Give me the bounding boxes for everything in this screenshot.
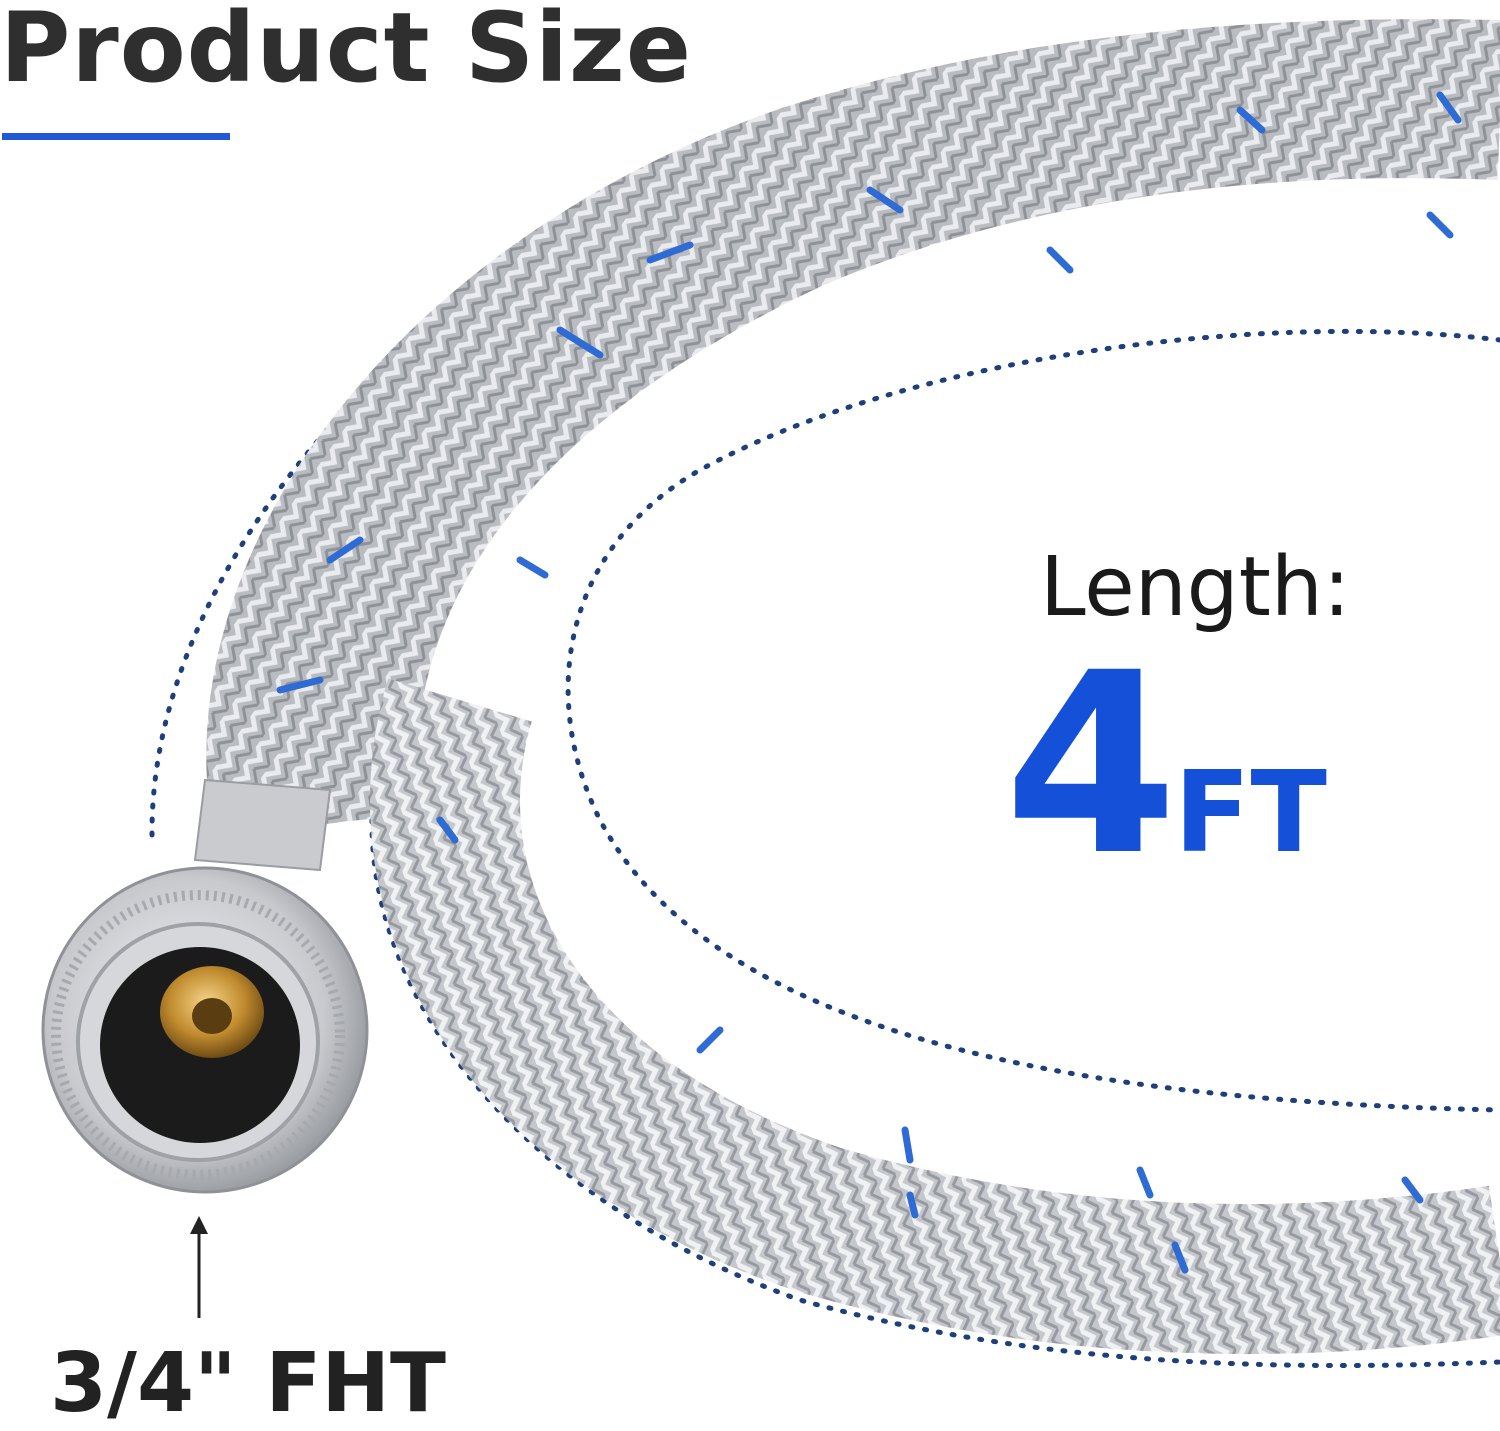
length-value: 4FT	[1004, 640, 1327, 890]
title-underline	[2, 133, 230, 140]
length-unit: FT	[1173, 748, 1327, 878]
length-label: Length:	[1040, 540, 1351, 635]
page-title: Product Size	[0, 0, 692, 104]
arrow-up-icon	[190, 1216, 208, 1318]
connector-size-label: 3/4" FHT	[50, 1336, 446, 1431]
length-number: 4	[1004, 619, 1178, 910]
